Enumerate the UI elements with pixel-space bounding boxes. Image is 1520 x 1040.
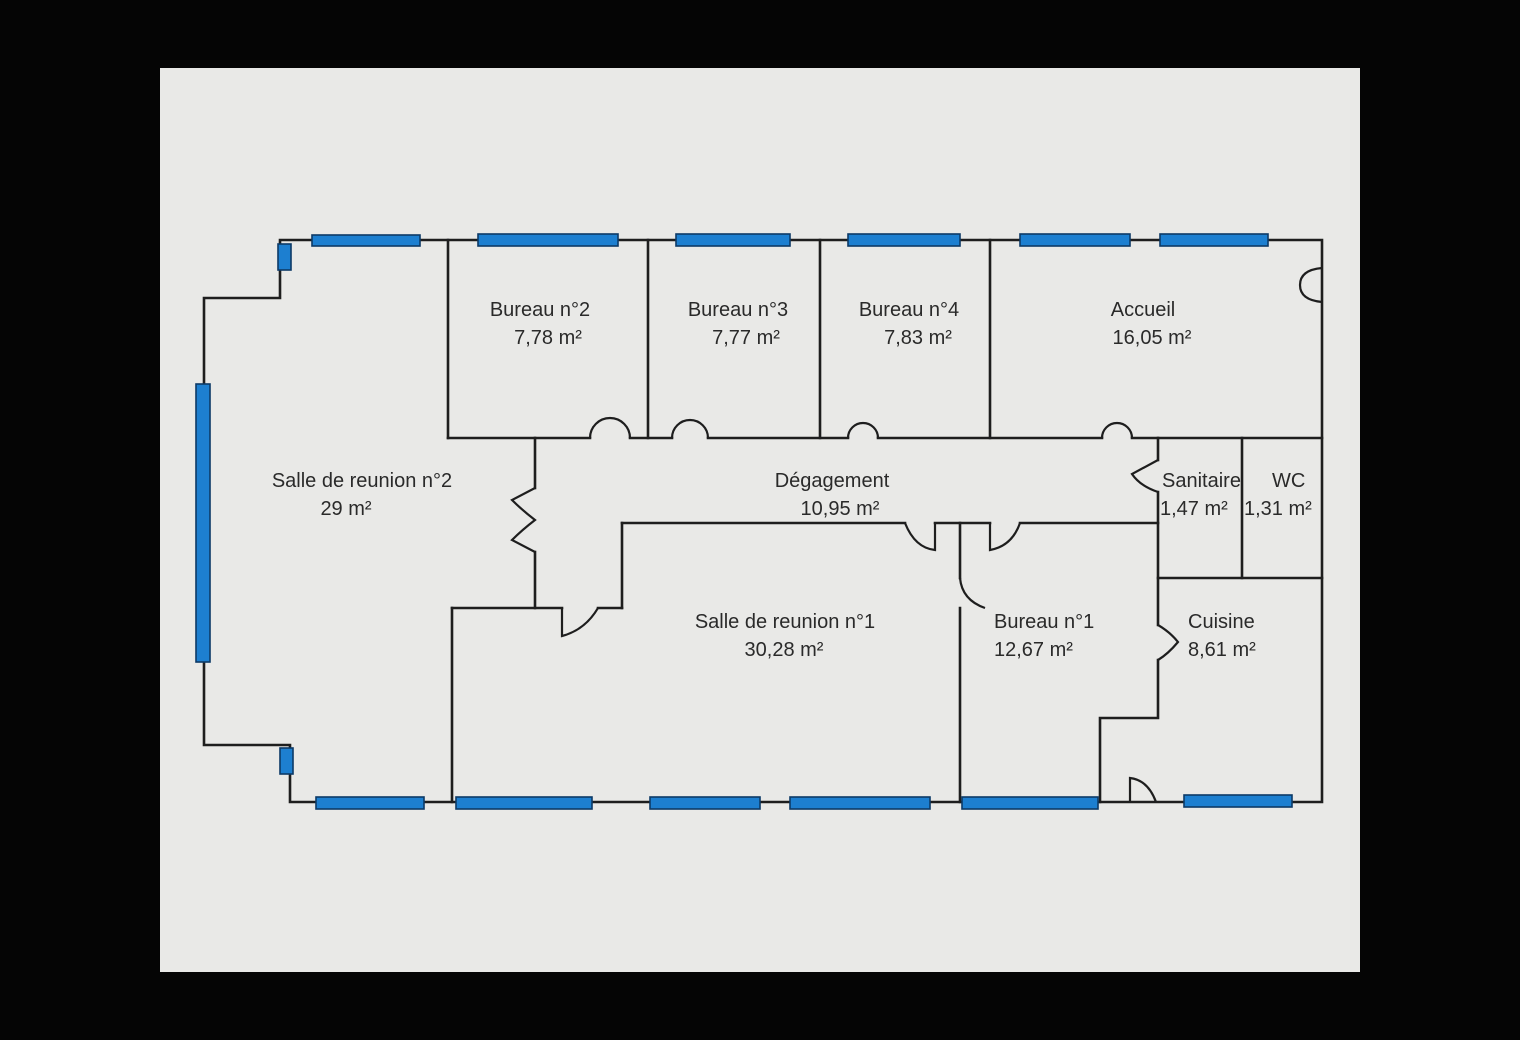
room-name-sanitaire: Sanitaire [1162,470,1241,492]
door-accueil [1100,421,1134,439]
window [455,796,593,810]
window [1183,794,1293,808]
window [1019,233,1131,247]
window [195,383,211,663]
window [311,234,421,247]
door-exterior-bottom [1128,776,1158,803]
window [649,796,761,810]
door-bureau3 [670,418,710,439]
room-name-bureau3: Bureau n°3 [688,299,788,321]
door-entrance [1298,266,1323,304]
walls [202,238,1324,804]
room-area-sanitaire: 1,47 m² [1160,498,1228,520]
window [961,796,1099,810]
room-area-bureau3: 7,77 m² [712,327,780,349]
room-area-bureau4: 7,83 m² [884,327,952,349]
room-name-cuisine: Cuisine [1188,611,1255,633]
door-bureau1-side [958,577,986,610]
windows [195,233,1293,810]
room-labels: Bureau n°2 7,78 m² Bureau n°3 7,77 m² Bu… [272,299,1312,661]
room-name-bureau1: Bureau n°1 [994,611,1094,633]
room-area-accueil: 16,05 m² [1113,327,1192,349]
door-sanitaire [1130,459,1159,494]
window [279,747,294,775]
room-area-salle1: 30,28 m² [745,639,824,661]
room-area-wc: 1,31 m² [1244,498,1312,520]
door-bureau2 [588,416,632,439]
screen-background [160,68,1360,972]
door-bureau1 [988,522,1022,552]
window [847,233,961,247]
room-name-degagement: Dégagement [775,470,890,492]
window [277,243,292,271]
window [315,796,425,810]
window [789,796,931,810]
room-name-bureau2: Bureau n°2 [490,299,590,321]
exterior-wall [202,238,1324,804]
wall-bureau1-cuisine [1098,658,1160,804]
window [1159,233,1269,247]
room-name-accueil: Accueil [1111,299,1175,321]
room-name-salle1: Salle de reunion n°1 [695,611,875,633]
room-area-degagement: 10,95 m² [801,498,880,520]
room-name-bureau4: Bureau n°4 [859,299,959,321]
room-name-wc: WC [1272,470,1305,492]
door-salle1-west [560,607,599,638]
door-salle2 [510,487,537,553]
room-name-salle2: Salle de reunion n°2 [272,470,452,492]
door-bureau4 [846,421,880,439]
doors [510,266,1323,803]
room-area-salle2: 29 m² [320,498,371,520]
window [675,233,791,247]
room-area-cuisine: 8,61 m² [1188,639,1256,661]
door-salle1-north [903,522,937,552]
window [477,233,619,247]
room-area-bureau2: 7,78 m² [514,327,582,349]
room-area-bureau1: 12,67 m² [994,639,1073,661]
door-cuisine [1157,624,1180,661]
